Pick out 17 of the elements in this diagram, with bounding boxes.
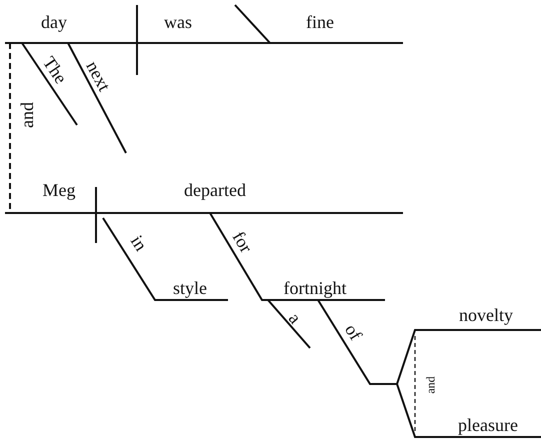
word-label: day bbox=[41, 13, 67, 31]
word-label: The bbox=[40, 53, 70, 87]
word-label: and bbox=[424, 376, 436, 394]
word-label: pleasure bbox=[458, 416, 518, 434]
word-label: novelty bbox=[459, 306, 513, 324]
word-label: style bbox=[173, 279, 207, 297]
word-label: of bbox=[341, 320, 365, 344]
word-label: Meg bbox=[42, 181, 76, 199]
word-label: departed bbox=[184, 181, 246, 199]
word-label: for bbox=[228, 228, 256, 256]
word-label: a bbox=[286, 309, 304, 327]
word-label: fortnight bbox=[284, 279, 346, 297]
word-label: was bbox=[164, 13, 192, 31]
word-label: and bbox=[18, 102, 36, 128]
word-label: in bbox=[128, 232, 150, 254]
word-label: next bbox=[82, 58, 114, 94]
word-label: fine bbox=[306, 13, 334, 31]
